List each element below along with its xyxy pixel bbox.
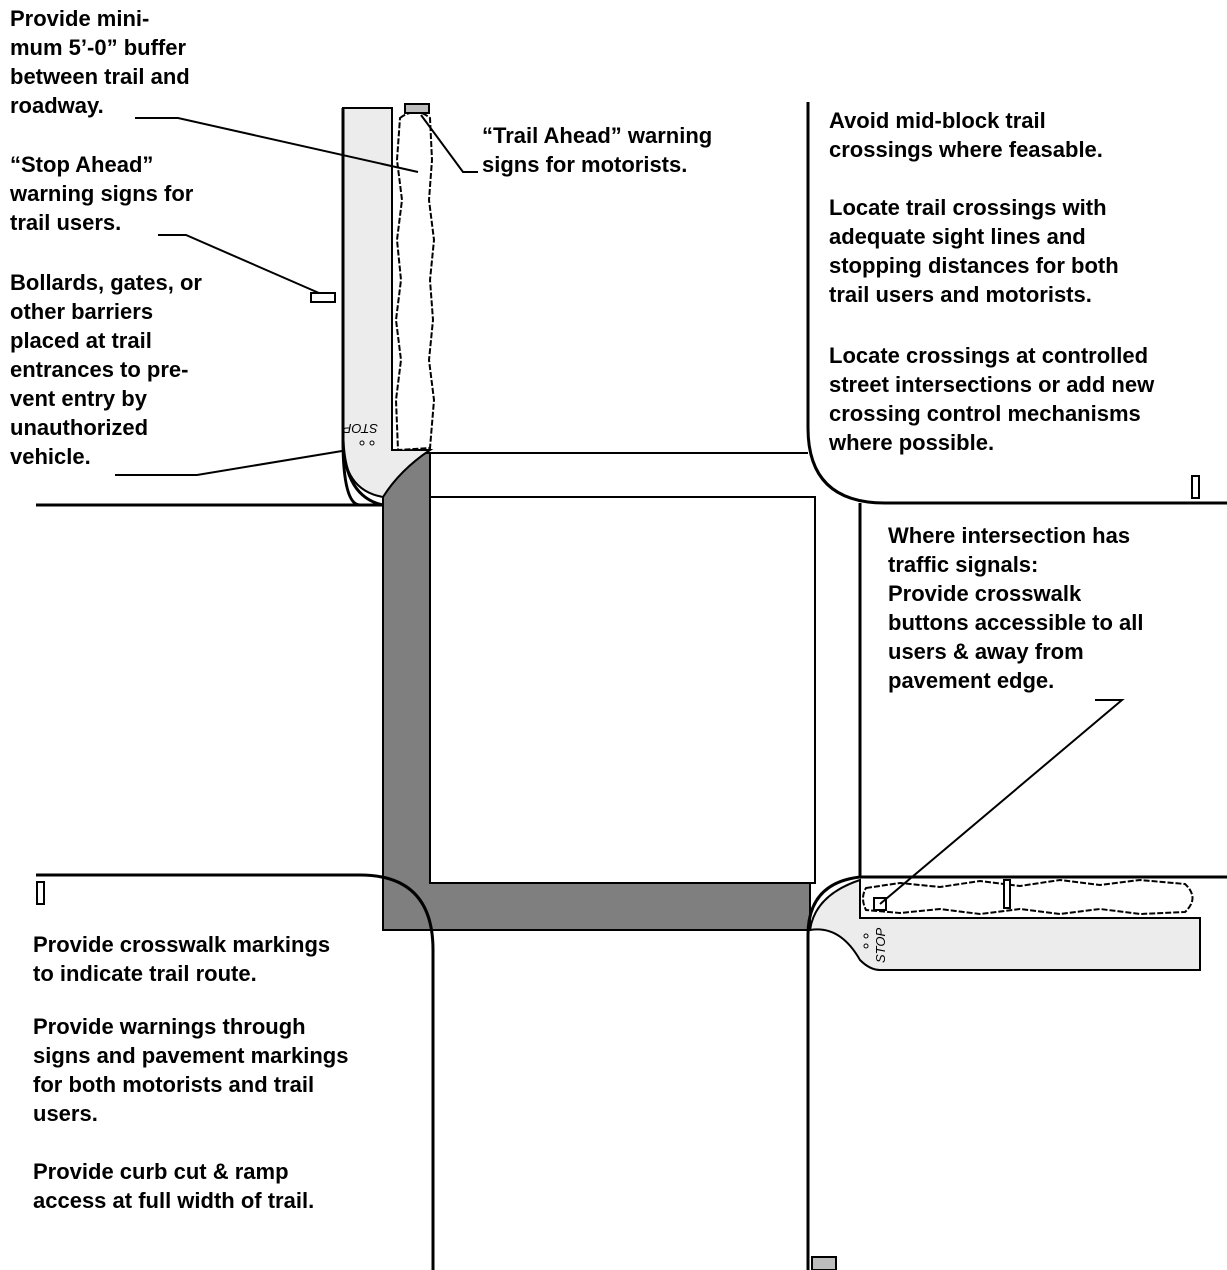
intersection-box [429, 496, 816, 884]
note-buffer: Provide mini- mum 5’-0” buffer between t… [10, 6, 190, 118]
leader-buffer [135, 117, 419, 173]
buffer-planting-se [862, 878, 1194, 916]
stop-ahead-sign-west [310, 292, 336, 303]
bollard-nw-2 [369, 440, 375, 446]
sign-post-se-buffer [1003, 879, 1011, 909]
curb-ne [806, 102, 1227, 505]
stop-marking-se: STOP [873, 928, 888, 963]
buffer-planting-nw [394, 111, 436, 452]
note-crosswalk: Provide crosswalk markings to indicate t… [33, 932, 331, 986]
note-controlled: Locate crossings at controlled street in… [829, 343, 1155, 455]
note-sight-lines: Locate trail crossings with adequate sig… [829, 195, 1119, 307]
note-stop-ahead: “Stop Ahead” warning signs for trail use… [10, 152, 194, 235]
curb-se [806, 875, 1227, 1270]
note-mid-block: Avoid mid-block trail crossings where fe… [829, 108, 1103, 162]
stop-marking-nw: STOP [343, 421, 378, 436]
bollard-nw-1 [359, 440, 365, 446]
trail-strip-se [808, 878, 1201, 971]
trail-ahead-sign-north [404, 103, 430, 114]
note-signals: Where intersection has traffic signals: … [888, 523, 1144, 693]
leader-stop-ahead [158, 234, 320, 294]
sign-post-sw [36, 881, 45, 905]
curb-sw [36, 873, 435, 1270]
trail-ahead-sign-south [811, 1256, 837, 1270]
bollard-se-2 [863, 943, 869, 949]
note-curb-cut: Provide curb cut & ramp access at full w… [33, 1159, 315, 1213]
leader-trail-ahead [420, 114, 478, 173]
note-trail-ahead: “Trail Ahead” warning signs for motorist… [482, 123, 713, 177]
leader-crosswalk-button [879, 699, 1125, 905]
bollard-se-1 [863, 933, 869, 939]
sign-post-ne [1191, 475, 1200, 499]
note-warnings: Provide warnings through signs and pavem… [33, 1014, 349, 1126]
leader-bollards [115, 450, 343, 476]
curb-nw-return [341, 439, 361, 507]
note-bollards: Bollards, gates, or other barriers place… [10, 270, 202, 469]
